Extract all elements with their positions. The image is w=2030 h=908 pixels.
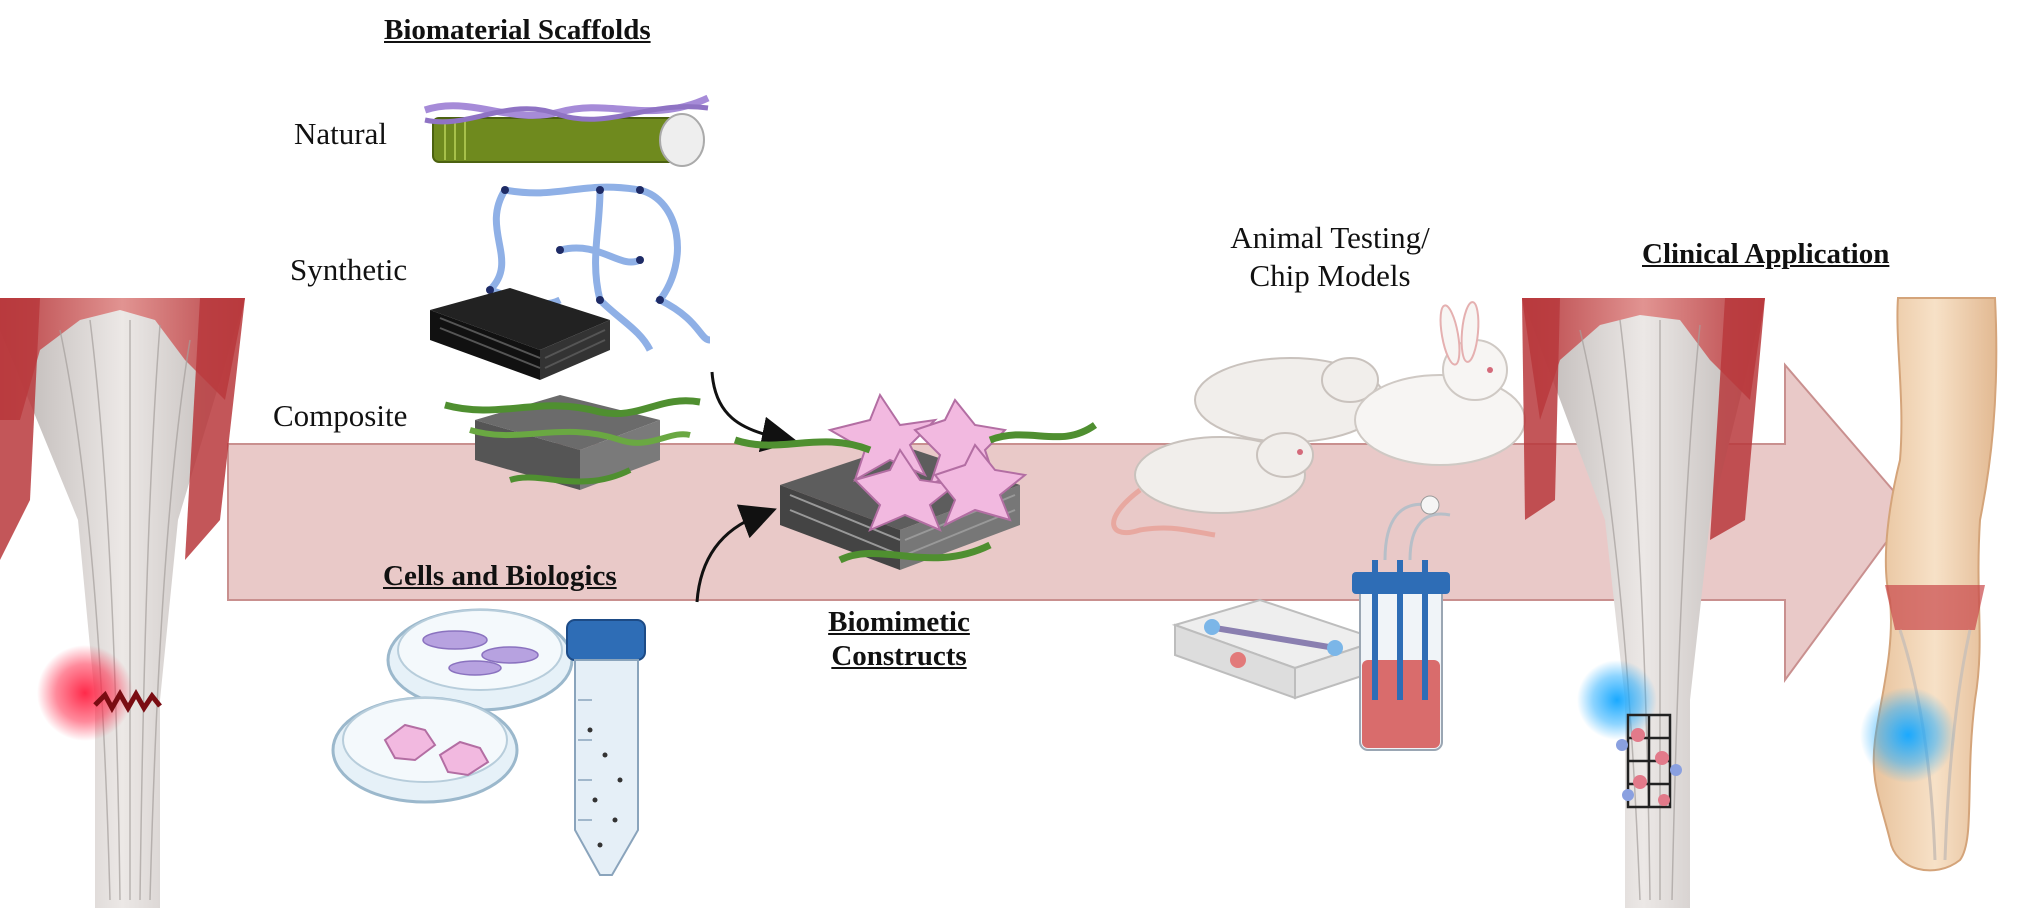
natural-scaffold-icon: [423, 94, 710, 167]
repaired-tendon: [1522, 298, 1765, 908]
healing-glow-tendon: [1577, 660, 1657, 740]
arrow-scaffold-to-construct: [710, 371, 798, 453]
chip-models-label: Chip Models: [1249, 258, 1411, 293]
leg-icon: [1860, 297, 1998, 872]
arrow-cells-to-construct: [695, 504, 777, 603]
natural-label: Natural: [294, 116, 387, 151]
chip-bioreactor-icon: [1171, 495, 1451, 751]
clinical-application-heading: Clinical Application: [1642, 238, 1890, 270]
conical-tube-icon: [566, 619, 646, 876]
tear-mark: [93, 688, 162, 714]
cells-and-biologics-heading: Cells and Biologics: [383, 560, 617, 592]
progression-arrow: [227, 362, 1912, 684]
injured-tendon: [0, 298, 245, 908]
composite-label: Composite: [273, 398, 408, 433]
biomimetic-construct-icon: [733, 392, 1098, 570]
petri-dishes-icon: [331, 608, 574, 804]
biomaterial-scaffolds-heading: Biomaterial Scaffolds: [384, 14, 651, 46]
biomimetic-constructs-line1: Biomimetic: [828, 606, 970, 638]
animal-testing-label: Animal Testing/: [1230, 220, 1430, 255]
injury-glow: [37, 645, 133, 741]
composite-scaffold-icon: [444, 395, 701, 490]
animal-models-icon: [1111, 301, 1526, 538]
synthetic-label: Synthetic: [290, 252, 408, 287]
synthetic-scaffold-icon: [430, 183, 711, 380]
biomimetic-constructs-line2: Constructs: [831, 640, 967, 672]
healing-glow-leg: [1860, 687, 1956, 783]
